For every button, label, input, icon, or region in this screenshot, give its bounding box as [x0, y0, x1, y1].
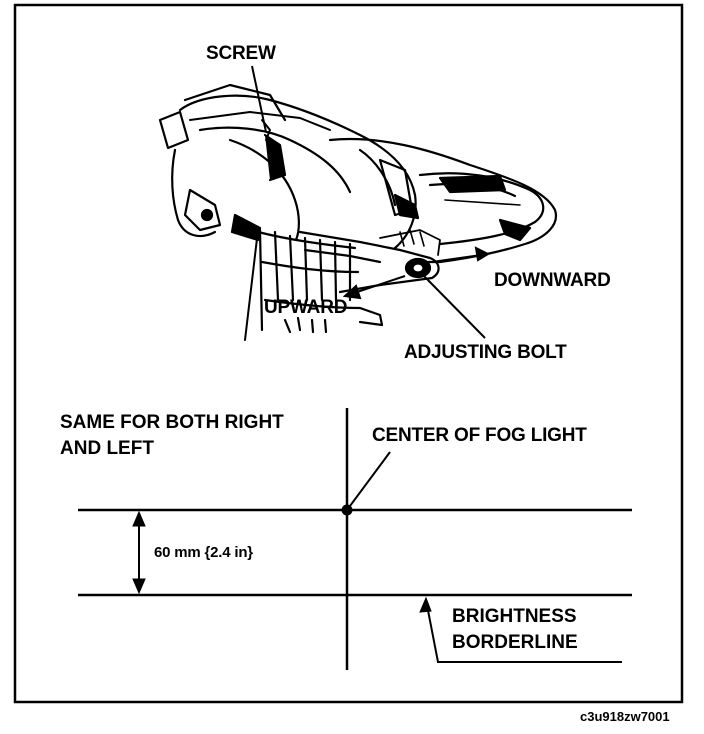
brightness-label-line1: BRIGHTNESS	[452, 606, 577, 627]
adjusting-bolt-leader	[423, 275, 486, 339]
adjusting-bolt-label: ADJUSTING BOLT	[404, 342, 567, 363]
dimension-label: 60 mm {2.4 in}	[154, 544, 253, 561]
illustration-leaders	[251, 65, 491, 339]
brightness-leader	[425, 599, 622, 663]
screw-leader	[251, 65, 267, 133]
downward-label: DOWNWARD	[494, 270, 611, 291]
same-for-both-label-line1: SAME FOR BOTH RIGHT	[60, 412, 284, 433]
figure-code: c3u918zw7001	[580, 709, 670, 724]
center-of-fog-light-label: CENTER OF FOG LIGHT	[372, 425, 587, 446]
dimension-arrow-down	[132, 578, 146, 595]
upward-label: UPWARD	[264, 297, 348, 318]
center-leader	[346, 451, 391, 511]
fog-light-illustration	[158, 83, 558, 341]
dimension-arrow-up	[132, 510, 146, 527]
screw-label: SCREW	[206, 43, 276, 64]
brightness-label-line2: BORDERLINE	[452, 632, 578, 653]
same-for-both-label-line2: AND LEFT	[60, 438, 154, 459]
diagram-frame	[13, 3, 684, 704]
aiming-chart	[78, 408, 632, 670]
